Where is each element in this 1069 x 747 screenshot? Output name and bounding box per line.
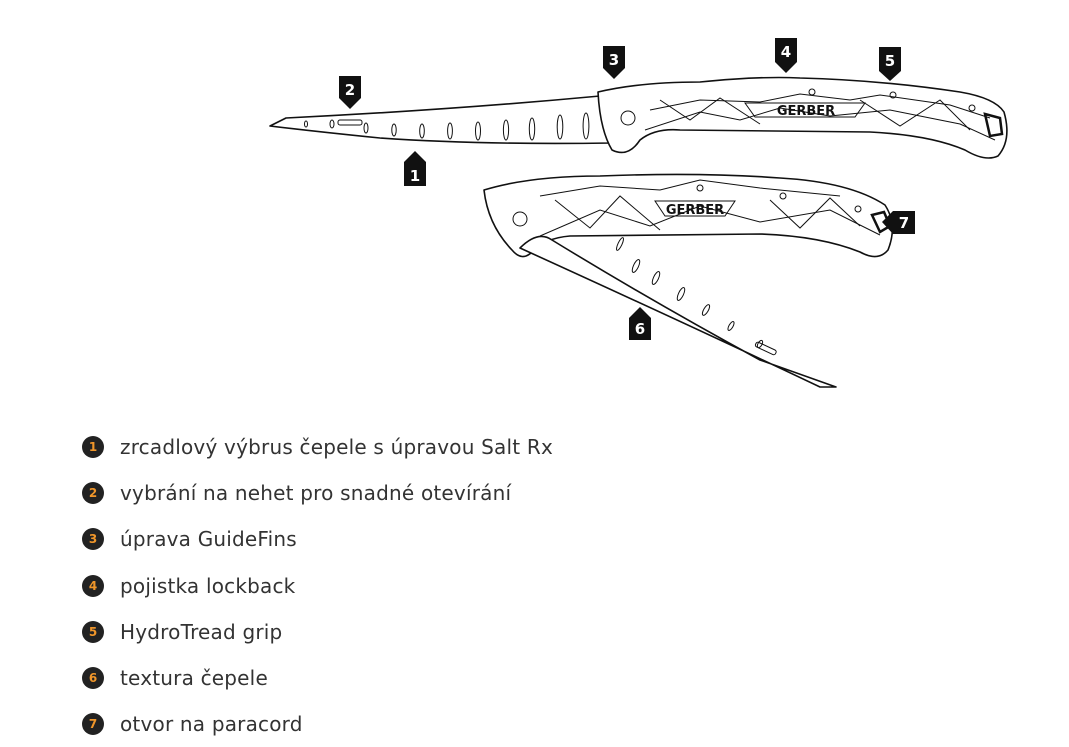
callout-6: 6 bbox=[629, 307, 651, 340]
legend-item: 6 textura čepele bbox=[82, 655, 553, 701]
callout-7: 7 bbox=[882, 211, 915, 234]
legend-text: HydroTread grip bbox=[120, 619, 283, 644]
knife-diagram: GERBER GERBER 1 2 3 4 5 6 7 bbox=[269, 38, 1008, 388]
legend-text: vybrání na nehet pro snadné otevírání bbox=[120, 481, 512, 506]
callout-1: 1 bbox=[404, 151, 426, 186]
legend-item: 5 HydroTread grip bbox=[82, 609, 553, 655]
open-knife-handle bbox=[597, 76, 1008, 159]
callout-label: 3 bbox=[609, 51, 619, 69]
number-bullet: 6 bbox=[82, 667, 104, 690]
number-bullet: 2 bbox=[82, 482, 104, 505]
callout-label: 4 bbox=[781, 43, 791, 61]
callout-label: 6 bbox=[635, 320, 645, 338]
callout-5: 5 bbox=[879, 47, 901, 81]
callout-3: 3 bbox=[603, 46, 625, 79]
callout-4: 4 bbox=[775, 38, 797, 73]
callout-label: 1 bbox=[410, 167, 420, 185]
feature-legend: 1 zrcadlový výbrus čepele s úpravou Salt … bbox=[82, 424, 553, 747]
legend-item: 1 zrcadlový výbrus čepele s úpravou Salt … bbox=[82, 424, 553, 470]
knife-details bbox=[304, 88, 1004, 356]
number-bullet: 1 bbox=[82, 436, 104, 459]
number-bullet: 5 bbox=[82, 620, 104, 643]
closed-knife-blade bbox=[519, 235, 837, 388]
brand-logo-closed: GERBER bbox=[666, 203, 724, 218]
callout-label: 7 bbox=[899, 214, 909, 232]
closed-knife-handle bbox=[483, 173, 894, 258]
legend-text: otvor na paracord bbox=[120, 712, 303, 737]
open-knife-blade bbox=[269, 95, 613, 145]
legend-text: zrcadlový výbrus čepele s úpravou Salt R… bbox=[120, 435, 553, 460]
legend-item: 3 úprava GuideFins bbox=[82, 516, 553, 562]
number-bullet: 3 bbox=[82, 528, 104, 551]
brand-logo-open: GERBER bbox=[777, 104, 835, 119]
legend-text: textura čepele bbox=[120, 666, 268, 691]
legend-item: 2 vybrání na nehet pro snadné otevírání bbox=[82, 470, 553, 516]
number-bullet: 4 bbox=[82, 574, 104, 597]
legend-item: 7 otvor na paracord bbox=[82, 701, 553, 747]
callout-2: 2 bbox=[339, 76, 361, 109]
legend-text: úprava GuideFins bbox=[120, 527, 297, 552]
legend-text: pojistka lockback bbox=[120, 573, 296, 598]
callout-label: 5 bbox=[885, 52, 895, 70]
callout-label: 2 bbox=[345, 81, 355, 99]
number-bullet: 7 bbox=[82, 713, 104, 736]
legend-item: 4 pojistka lockback bbox=[82, 563, 553, 609]
